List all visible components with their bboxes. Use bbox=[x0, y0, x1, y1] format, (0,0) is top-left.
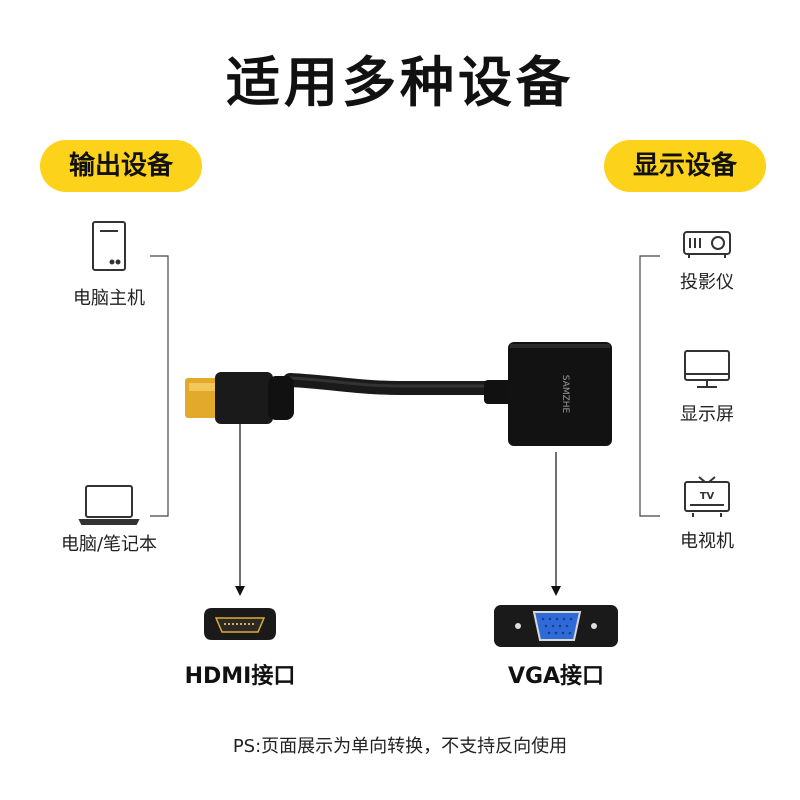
hdmi-port-icon bbox=[204, 608, 276, 640]
monitor-icon bbox=[684, 350, 730, 388]
vga-port-icon bbox=[494, 605, 618, 647]
adapter-cable bbox=[283, 373, 499, 395]
display-bracket bbox=[639, 255, 660, 517]
device-label-projector: 投影仪 bbox=[680, 272, 734, 293]
hdmi-arrow bbox=[235, 424, 245, 596]
projector-icon bbox=[683, 231, 731, 258]
vga-arrow bbox=[551, 452, 561, 596]
device-label-laptop: 电脑/笔记本 bbox=[60, 534, 158, 555]
output-devices-badge: 输出设备 bbox=[40, 140, 202, 192]
hdmi-plug bbox=[185, 372, 294, 424]
device-label-monitor: 显示屏 bbox=[680, 404, 734, 425]
tv-icon: TV bbox=[684, 476, 730, 517]
desktop-tower-icon bbox=[92, 221, 126, 271]
laptop-icon bbox=[78, 485, 140, 525]
vga-adapter-body: SAMZHE bbox=[484, 342, 612, 446]
device-label-tv: 电视机 bbox=[680, 531, 734, 552]
output-bracket bbox=[150, 255, 169, 517]
hdmi-port-label: HDMI接口 bbox=[184, 664, 296, 689]
device-label-desktop: 电脑主机 bbox=[73, 288, 145, 309]
vga-port-label: VGA接口 bbox=[507, 664, 605, 689]
page-title: 适用多种设备 bbox=[226, 51, 574, 114]
display-devices-badge: 显示设备 bbox=[604, 140, 766, 192]
tv-icon-text: TV bbox=[700, 491, 715, 502]
adapter-brand-text: SAMZHE bbox=[560, 375, 570, 414]
footnote: PS:页面展示为单向转换，不支持反向使用 bbox=[232, 736, 568, 757]
